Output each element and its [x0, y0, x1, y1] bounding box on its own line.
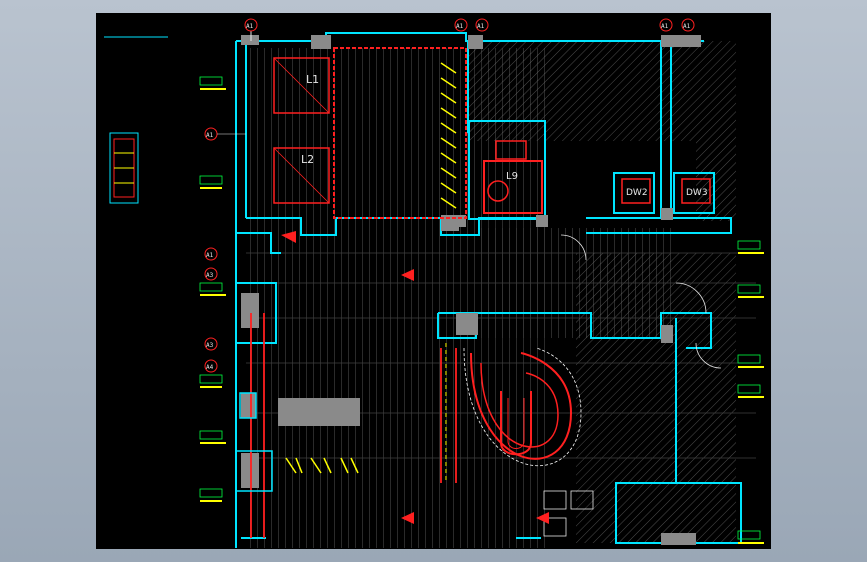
left-marker-4: A3: [206, 342, 214, 349]
room-label-dw3: DW3: [686, 188, 708, 198]
hatch-area-far-right: [696, 41, 736, 221]
bathroom-fixtures: [543, 490, 594, 537]
grid-marker-2: A1: [456, 23, 464, 30]
toilet-room: [235, 392, 273, 492]
room-dw3: DW3: [681, 178, 711, 204]
room-l1: L1: [273, 57, 330, 114]
grid-marker-3: A1: [477, 23, 485, 30]
room-label-l1: L1: [306, 73, 319, 86]
legend-symbol: [109, 132, 139, 204]
left-marker-2: A1: [206, 252, 214, 259]
left-tags: [199, 76, 226, 502]
grid-marker-1: A1: [246, 23, 254, 30]
furniture-block: [278, 398, 360, 426]
shutter-slats-bottom: [285, 457, 359, 474]
grid-markers-left: A1 A1 A3 A3 A4: [204, 127, 246, 373]
gallery-outline: [333, 47, 467, 219]
shutter-slats-top: [440, 62, 457, 209]
left-marker-5: A4: [206, 364, 214, 371]
cad-drawing-viewport[interactable]: L1 L2 L9 DW2 DW3: [96, 13, 771, 549]
grid-markers-top: A1 A1 A1 A1 A1: [244, 18, 695, 41]
room-dw2: DW2: [621, 178, 651, 204]
left-marker-1: A1: [206, 132, 214, 139]
door-swings: [560, 234, 722, 369]
room-l2: L2: [273, 147, 330, 204]
right-tags: [737, 240, 764, 544]
room-label-l9: L9: [506, 171, 518, 182]
room-label-dw2: DW2: [626, 188, 648, 198]
section-arrows: [281, 231, 549, 524]
room-l9: L9: [483, 140, 543, 214]
floor-plan: L1 L2 L9 DW2 DW3: [104, 18, 764, 548]
room-label-l2: L2: [301, 153, 314, 166]
rail-lines: [250, 313, 457, 538]
left-marker-3: A3: [206, 272, 214, 279]
grid-marker-4: A1: [661, 23, 669, 30]
spiral-staircase: [463, 347, 582, 467]
column-blocks: [241, 35, 701, 545]
grid-marker-5: A1: [683, 23, 691, 30]
